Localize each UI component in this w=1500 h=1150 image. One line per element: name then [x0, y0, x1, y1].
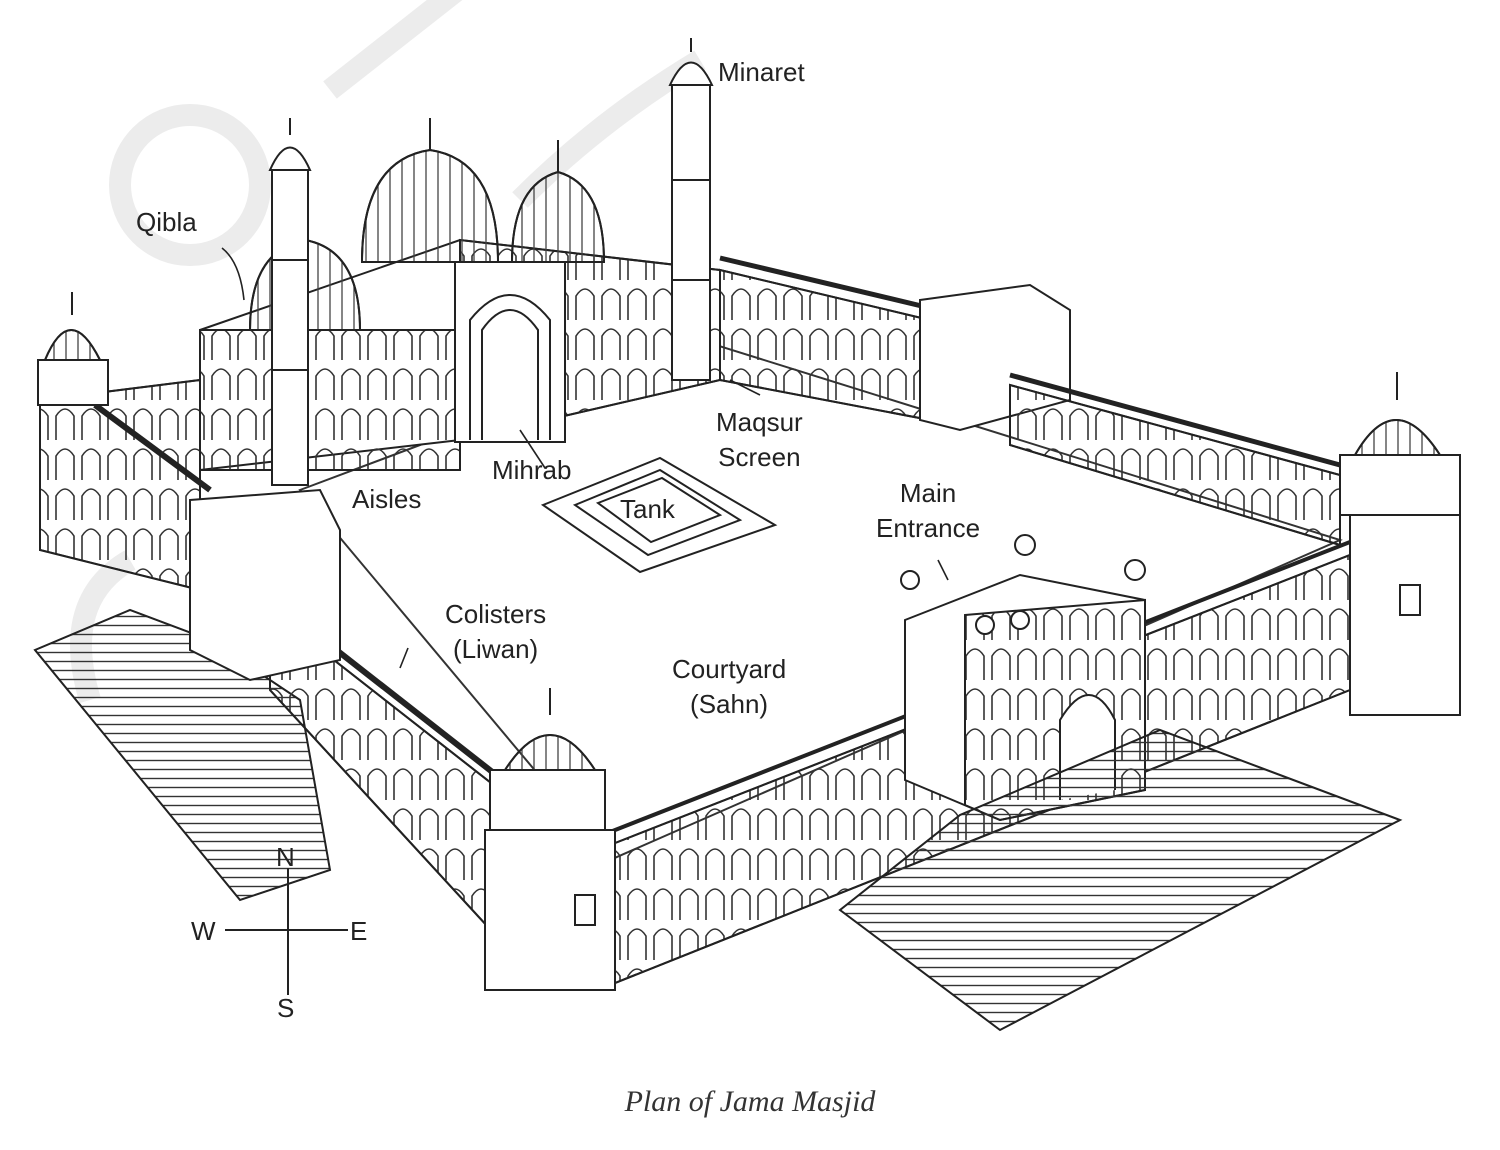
label-aisles: Aisles — [352, 484, 422, 514]
corner-pavilion-south — [484, 688, 616, 991]
compass-north: N — [276, 842, 295, 872]
label-qibla: Qibla — [136, 207, 197, 237]
corner-pavilion-east — [1339, 372, 1461, 716]
compass-east: E — [350, 916, 368, 946]
label-courtyard: Courtyard (Sahn) — [672, 654, 787, 719]
minaret-right — [668, 38, 714, 381]
label-minaret: Minaret — [718, 57, 805, 87]
label-tank: Tank — [620, 494, 675, 524]
compass-south: S — [277, 993, 295, 1023]
compass-rose — [225, 868, 348, 995]
north-cloister — [719, 255, 1341, 547]
figure-caption: Plan of Jama Masjid — [624, 1085, 876, 1118]
label-maqsur-screen: Maqsur Screen — [716, 407, 803, 472]
main-entrance-stairs — [838, 728, 1403, 1032]
compass-west: W — [191, 916, 216, 946]
minaret-left — [268, 118, 312, 486]
label-main-entrance: Main Entrance — [876, 478, 981, 543]
label-pointers — [221, 247, 949, 669]
west-cloister — [39, 378, 502, 943]
label-mihrab: Mihrab — [492, 455, 572, 485]
corner-pavilion-west — [37, 292, 109, 406]
label-cloisters: Colisters (Liwan) — [445, 599, 547, 664]
tank — [540, 456, 778, 574]
